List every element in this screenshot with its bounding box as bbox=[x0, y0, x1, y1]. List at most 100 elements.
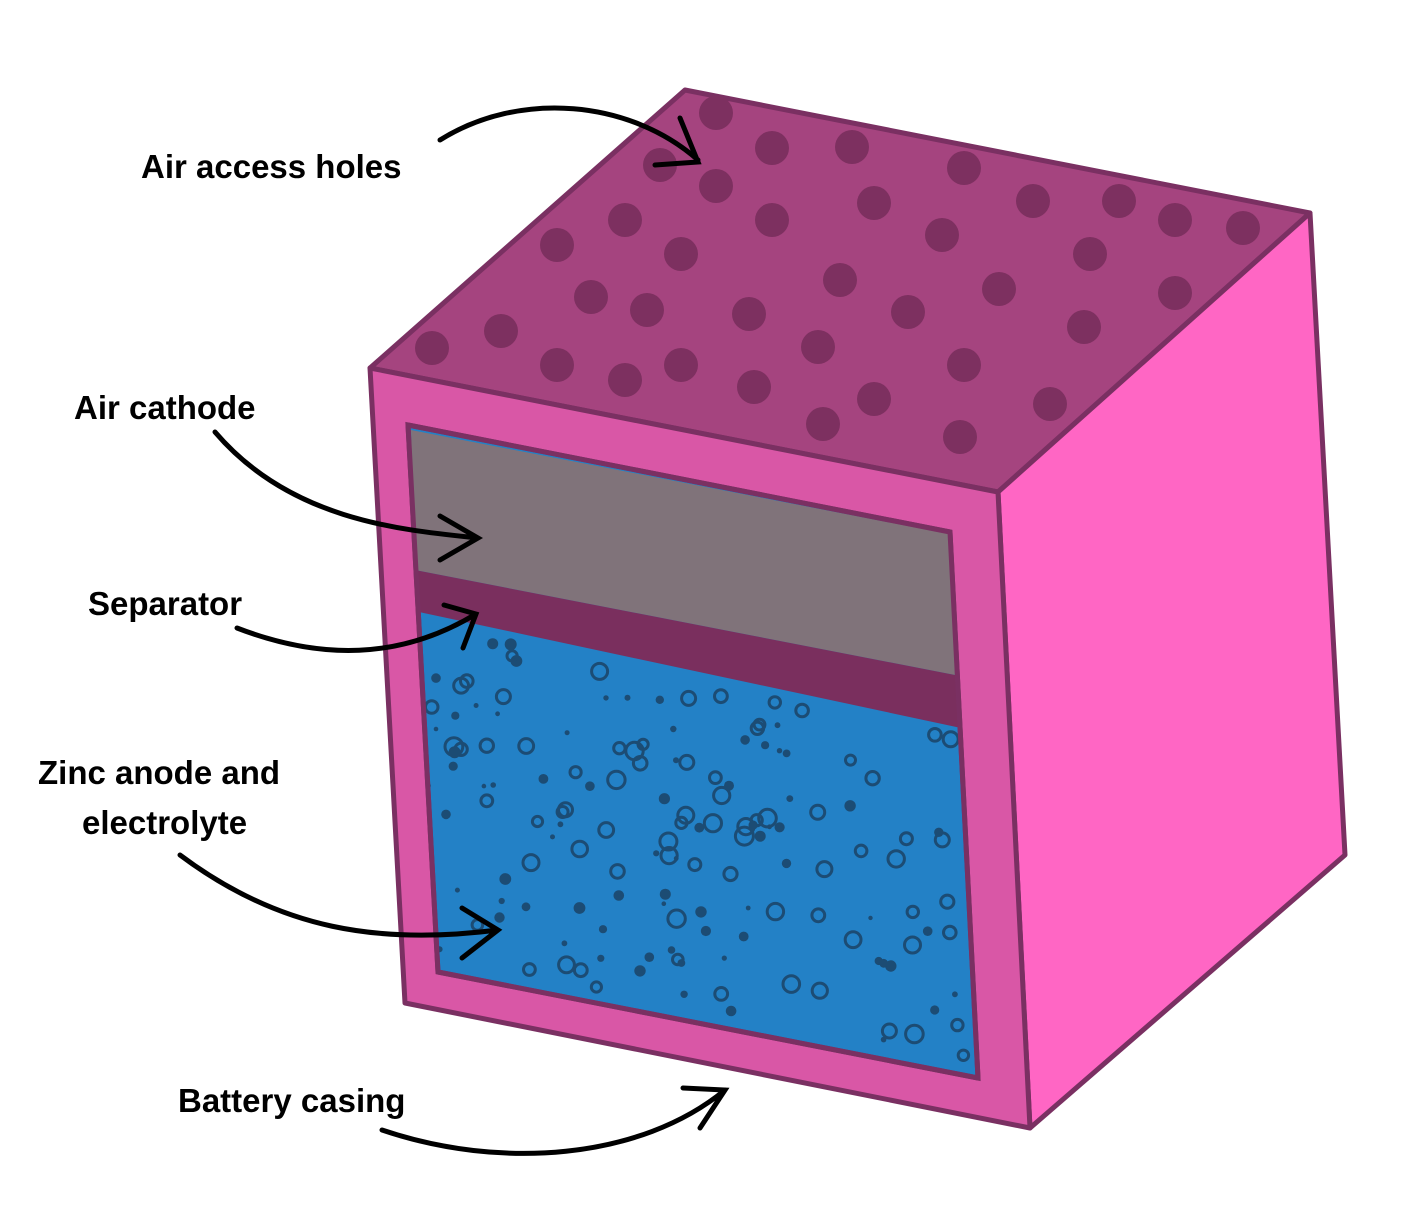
bubble bbox=[810, 907, 827, 924]
bubble bbox=[570, 839, 590, 859]
bubble bbox=[844, 800, 856, 812]
bubble bbox=[754, 830, 766, 842]
arrow-zinc bbox=[177, 852, 503, 961]
bubble bbox=[658, 831, 679, 852]
bubble bbox=[671, 952, 685, 967]
air-hole bbox=[947, 151, 981, 185]
air-hole bbox=[891, 295, 925, 329]
bubble bbox=[478, 737, 495, 754]
bubble bbox=[673, 757, 679, 764]
bubble bbox=[713, 986, 730, 1002]
air-hole bbox=[540, 348, 574, 382]
bubble bbox=[538, 774, 549, 784]
bubble bbox=[853, 843, 869, 859]
air-hole bbox=[1033, 387, 1067, 421]
bubble bbox=[695, 906, 707, 918]
bubble bbox=[522, 962, 537, 977]
bubble bbox=[745, 905, 751, 911]
bubble bbox=[765, 901, 786, 922]
air-hole bbox=[732, 297, 766, 331]
bubble bbox=[724, 780, 734, 791]
bubble bbox=[674, 815, 689, 831]
bubble bbox=[494, 912, 505, 923]
bubble bbox=[433, 726, 439, 732]
air-hole bbox=[540, 228, 574, 262]
bubble bbox=[609, 863, 626, 880]
bubble bbox=[443, 736, 465, 757]
bubble bbox=[880, 1022, 898, 1040]
bubble bbox=[454, 887, 460, 893]
air-holes bbox=[415, 96, 1260, 454]
bubble bbox=[722, 865, 739, 883]
bubble bbox=[667, 946, 676, 954]
bubble bbox=[927, 727, 943, 743]
bubble bbox=[585, 781, 595, 791]
bubble bbox=[589, 980, 604, 994]
air-hole bbox=[1158, 276, 1192, 310]
bubble bbox=[653, 850, 660, 857]
bubble bbox=[794, 702, 810, 719]
arrow-separator bbox=[234, 602, 480, 653]
bubble bbox=[550, 834, 555, 840]
bubble bbox=[810, 981, 829, 1000]
bubble bbox=[844, 753, 857, 767]
air-hole bbox=[699, 96, 733, 130]
bubble bbox=[613, 890, 625, 901]
bubble bbox=[431, 673, 441, 683]
bubble bbox=[774, 722, 781, 729]
air-hole bbox=[664, 348, 698, 382]
air-hole bbox=[484, 314, 518, 348]
bubble bbox=[572, 962, 589, 979]
bubble bbox=[956, 1048, 971, 1063]
bubble bbox=[886, 849, 906, 869]
bubble bbox=[661, 901, 667, 906]
bubble bbox=[659, 888, 671, 900]
bubble bbox=[555, 805, 570, 819]
bubble bbox=[598, 925, 608, 934]
bubble bbox=[767, 695, 782, 710]
air-hole bbox=[943, 420, 977, 454]
bubble bbox=[634, 965, 646, 977]
air-hole bbox=[1226, 211, 1260, 245]
air-hole bbox=[823, 263, 857, 297]
bubble bbox=[922, 926, 933, 936]
bubble bbox=[597, 821, 616, 839]
air-hole bbox=[755, 203, 789, 237]
bubble bbox=[950, 1017, 965, 1033]
bubble bbox=[624, 694, 631, 701]
bubble bbox=[481, 783, 487, 789]
bubble bbox=[898, 831, 914, 847]
bubble bbox=[590, 661, 610, 681]
bubble bbox=[504, 638, 517, 651]
air-hole bbox=[755, 131, 789, 165]
air-hole bbox=[1073, 237, 1107, 271]
bubble bbox=[479, 793, 495, 809]
bubble bbox=[606, 769, 627, 791]
bubble bbox=[930, 1005, 940, 1015]
arrow-air-holes bbox=[437, 105, 702, 168]
bubble bbox=[740, 735, 750, 745]
bubble bbox=[495, 711, 500, 717]
inner-window-outline bbox=[405, 421, 981, 1082]
bubble bbox=[725, 1005, 737, 1017]
label-air-cathode: Air cathode bbox=[74, 389, 256, 426]
bubble bbox=[659, 846, 679, 866]
bubble bbox=[510, 655, 523, 667]
bubble bbox=[441, 809, 451, 820]
label-battery-casing: Battery casing bbox=[178, 1082, 406, 1119]
bubble bbox=[781, 974, 802, 994]
air-hole bbox=[835, 130, 869, 164]
bubble bbox=[655, 695, 664, 704]
bubble bbox=[767, 824, 772, 830]
bubble bbox=[490, 782, 497, 788]
bubble bbox=[505, 649, 519, 663]
bubble bbox=[557, 821, 564, 828]
label-air-access-holes: Air access holes bbox=[141, 148, 402, 185]
bubble bbox=[612, 741, 627, 756]
bubble bbox=[451, 711, 460, 720]
bubble bbox=[557, 955, 576, 975]
bubble bbox=[687, 857, 703, 873]
arrow-air-cathode bbox=[212, 429, 483, 563]
bubble bbox=[499, 873, 512, 885]
